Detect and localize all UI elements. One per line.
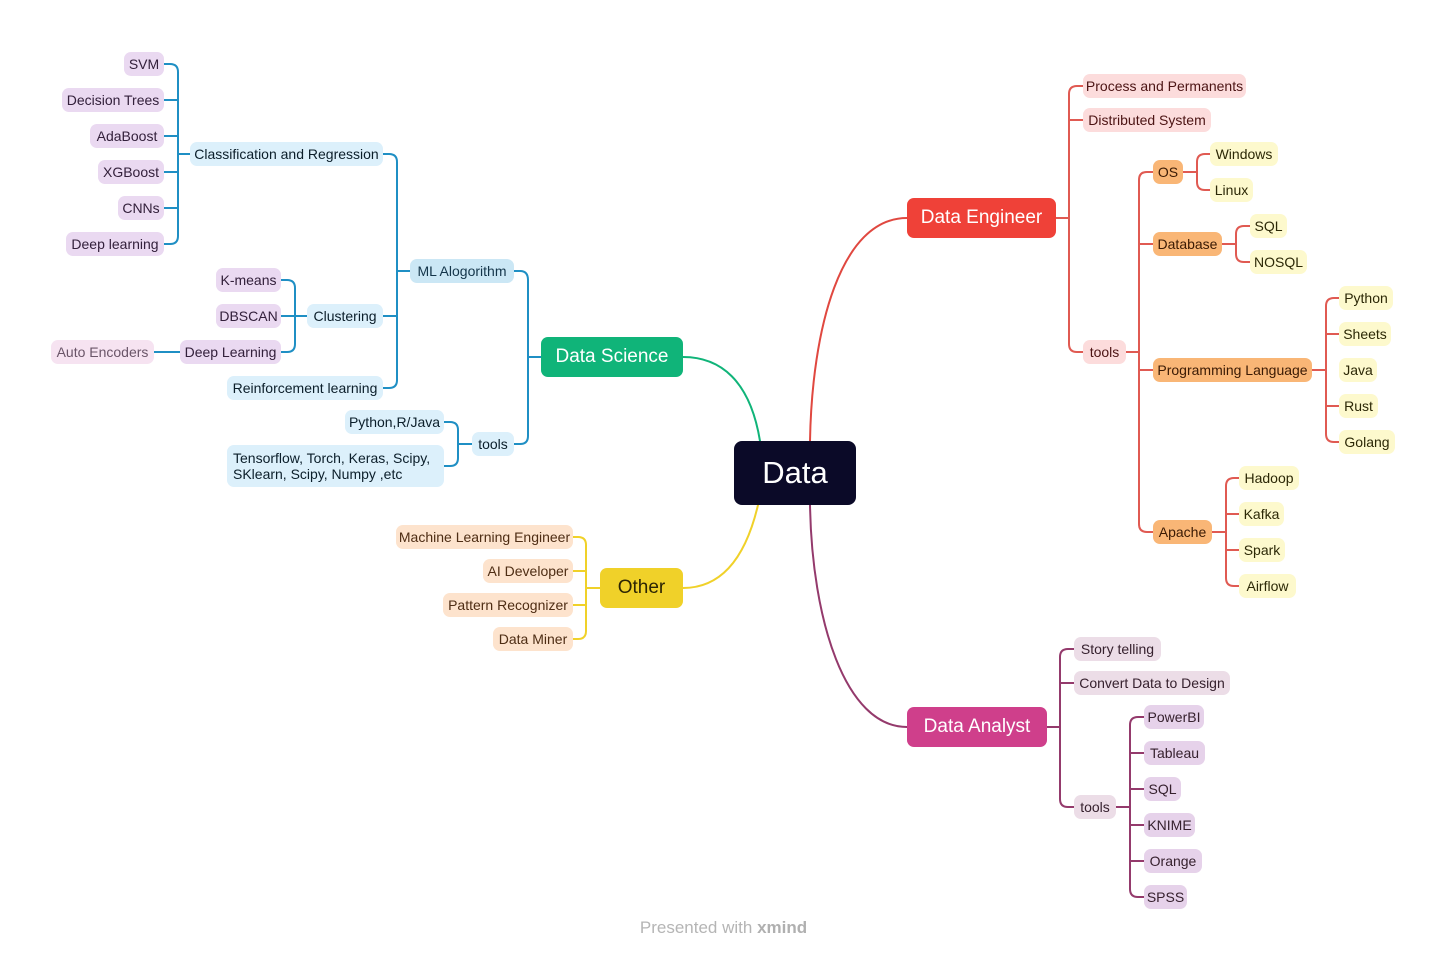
cnns-topic[interactable]: CNNs <box>118 196 164 220</box>
footer-watermark: Presented with xmind <box>0 918 1447 938</box>
ai-developer-topic[interactable]: AI Developer <box>483 559 573 583</box>
ds-tools-topic[interactable]: tools <box>472 432 514 456</box>
sql-db-topic[interactable]: SQL <box>1250 214 1287 238</box>
programming-language-topic[interactable]: Programming Language <box>1153 358 1312 382</box>
spss-topic[interactable]: SPSS <box>1144 885 1187 909</box>
tableau-topic[interactable]: Tableau <box>1144 741 1205 765</box>
k-means-topic[interactable]: K-means <box>216 268 281 292</box>
data-engineer-topic[interactable]: Data Engineer <box>907 198 1056 238</box>
os-topic[interactable]: OS <box>1153 160 1183 184</box>
footer-prefix: Presented with <box>639 918 753 937</box>
sql-analyst-topic[interactable]: SQL <box>1144 777 1181 801</box>
orange-topic[interactable]: Orange <box>1144 849 1202 873</box>
java-topic[interactable]: Java <box>1339 358 1377 382</box>
adaboost-topic[interactable]: AdaBoost <box>90 124 164 148</box>
python-r-java-topic[interactable]: Python,R/Java <box>345 410 444 434</box>
knime-topic[interactable]: KNIME <box>1144 813 1195 837</box>
other-topic[interactable]: Other <box>600 568 683 608</box>
rust-topic[interactable]: Rust <box>1339 394 1378 418</box>
xgboost-topic[interactable]: XGBoost <box>98 160 164 184</box>
ml-libraries-topic[interactable]: Tensorflow, Torch, Keras, Scipy, SKlearn… <box>227 445 444 487</box>
svm-topic[interactable]: SVM <box>124 52 164 76</box>
central-topic[interactable]: Data <box>734 441 856 505</box>
de-tools-topic[interactable]: tools <box>1083 340 1126 364</box>
powerbi-topic[interactable]: PowerBI <box>1144 705 1204 729</box>
reinforcement-learning-topic[interactable]: Reinforcement learning <box>227 376 383 400</box>
classification-regression-topic[interactable]: Classification and Regression <box>190 142 383 166</box>
ml-algorithm-topic[interactable]: ML Alogorithm <box>410 259 514 283</box>
process-permanents-topic[interactable]: Process and Permanents <box>1083 74 1246 98</box>
deep-learning-classification-topic[interactable]: Deep learning <box>66 232 164 256</box>
deep-learning-clustering-topic[interactable]: Deep Learning <box>180 340 281 364</box>
data-analyst-topic[interactable]: Data Analyst <box>907 707 1047 747</box>
auto-encoders-topic[interactable]: Auto Encoders <box>51 340 154 364</box>
data-science-topic[interactable]: Data Science <box>541 337 683 377</box>
python-topic[interactable]: Python <box>1339 286 1393 310</box>
decision-trees-topic[interactable]: Decision Trees <box>62 88 164 112</box>
xmind-logo: xmind <box>757 918 808 937</box>
golang-topic[interactable]: Golang <box>1339 430 1395 454</box>
pattern-recognizer-topic[interactable]: Pattern Recognizer <box>443 593 573 617</box>
convert-data-design-topic[interactable]: Convert Data to Design <box>1074 671 1230 695</box>
windows-topic[interactable]: Windows <box>1210 142 1278 166</box>
story-telling-topic[interactable]: Story telling <box>1074 637 1161 661</box>
spark-topic[interactable]: Spark <box>1239 538 1285 562</box>
sheets-topic[interactable]: Sheets <box>1339 322 1391 346</box>
nosql-topic[interactable]: NOSQL <box>1250 250 1307 274</box>
data-miner-topic[interactable]: Data Miner <box>493 627 573 651</box>
dbscan-topic[interactable]: DBSCAN <box>216 304 281 328</box>
apache-topic[interactable]: Apache <box>1153 520 1212 544</box>
linux-topic[interactable]: Linux <box>1210 178 1253 202</box>
hadoop-topic[interactable]: Hadoop <box>1239 466 1299 490</box>
database-topic[interactable]: Database <box>1153 232 1222 256</box>
distributed-system-topic[interactable]: Distributed System <box>1083 108 1211 132</box>
kafka-topic[interactable]: Kafka <box>1239 502 1284 526</box>
da-tools-topic[interactable]: tools <box>1074 795 1116 819</box>
ml-engineer-topic[interactable]: Machine Learning Engineer <box>396 525 573 549</box>
airflow-topic[interactable]: Airflow <box>1239 574 1296 598</box>
clustering-topic[interactable]: Clustering <box>307 304 383 328</box>
